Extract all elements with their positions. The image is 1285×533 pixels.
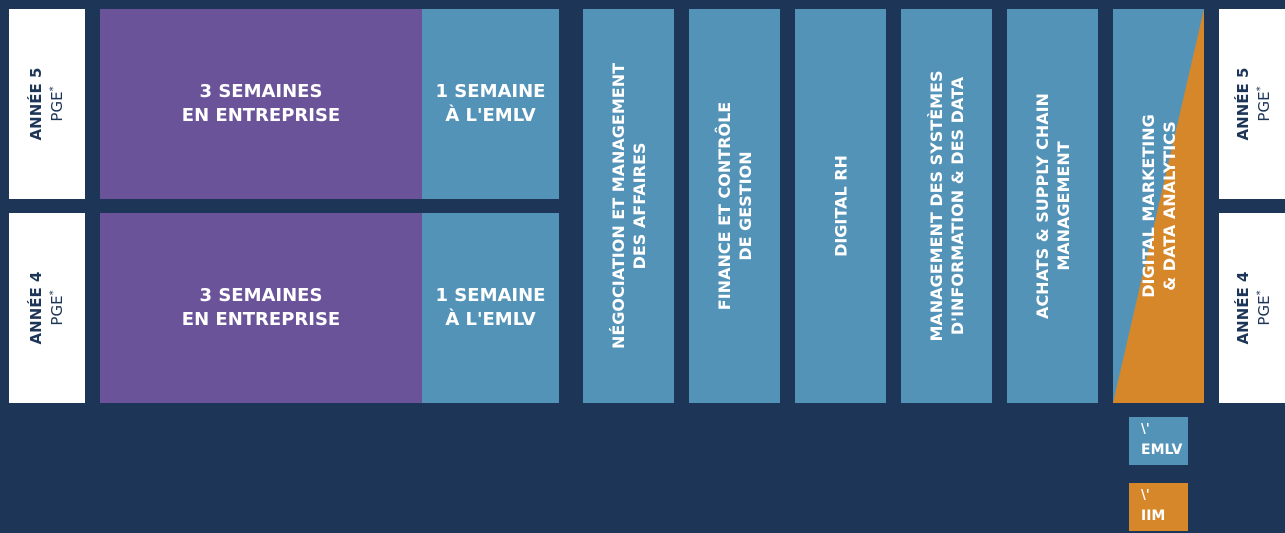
- major-digital-marketing: DIGITAL MARKETING& DATA ANALYTICS: [1113, 9, 1204, 403]
- year5-text: ANNÉE 5: [1234, 67, 1252, 141]
- year5-text: ANNÉE 5: [27, 67, 45, 141]
- year4-label-left: ANNÉE 4 PGE*: [9, 213, 85, 403]
- year5-company-block: 3 SEMAINES EN ENTREPRISE: [100, 9, 422, 199]
- program-text: PGE*: [48, 290, 66, 326]
- emlv-label: EMLV: [1141, 442, 1183, 458]
- year5-label-left: ANNÉE 5 PGE*: [9, 9, 85, 199]
- program-text: PGE*: [1255, 290, 1273, 326]
- major-digital-rh: DIGITAL RH: [795, 9, 886, 403]
- iim-diagonal-fill: [1113, 9, 1204, 403]
- program-text: PGE*: [1255, 86, 1273, 122]
- year5-label-right: ANNÉE 5 PGE*: [1219, 9, 1285, 199]
- year4-school-block: 1 SEMAINE À L'EMLV: [422, 213, 559, 403]
- program-text: PGE*: [48, 86, 66, 122]
- legend-iim: \' IIM: [1129, 483, 1188, 531]
- year4-text: ANNÉE 4: [27, 271, 45, 345]
- year4-text: ANNÉE 4: [1234, 271, 1252, 345]
- year5-school-block: 1 SEMAINE À L'EMLV: [422, 9, 559, 199]
- year4-label-right: ANNÉE 4 PGE*: [1219, 213, 1285, 403]
- iim-logo-mark: \': [1141, 488, 1150, 503]
- emlv-logo-mark: \': [1141, 422, 1150, 437]
- iim-label: IIM: [1141, 508, 1166, 524]
- legend-emlv: \' EMLV: [1129, 417, 1188, 465]
- year4-company-block: 3 SEMAINES EN ENTREPRISE: [100, 213, 422, 403]
